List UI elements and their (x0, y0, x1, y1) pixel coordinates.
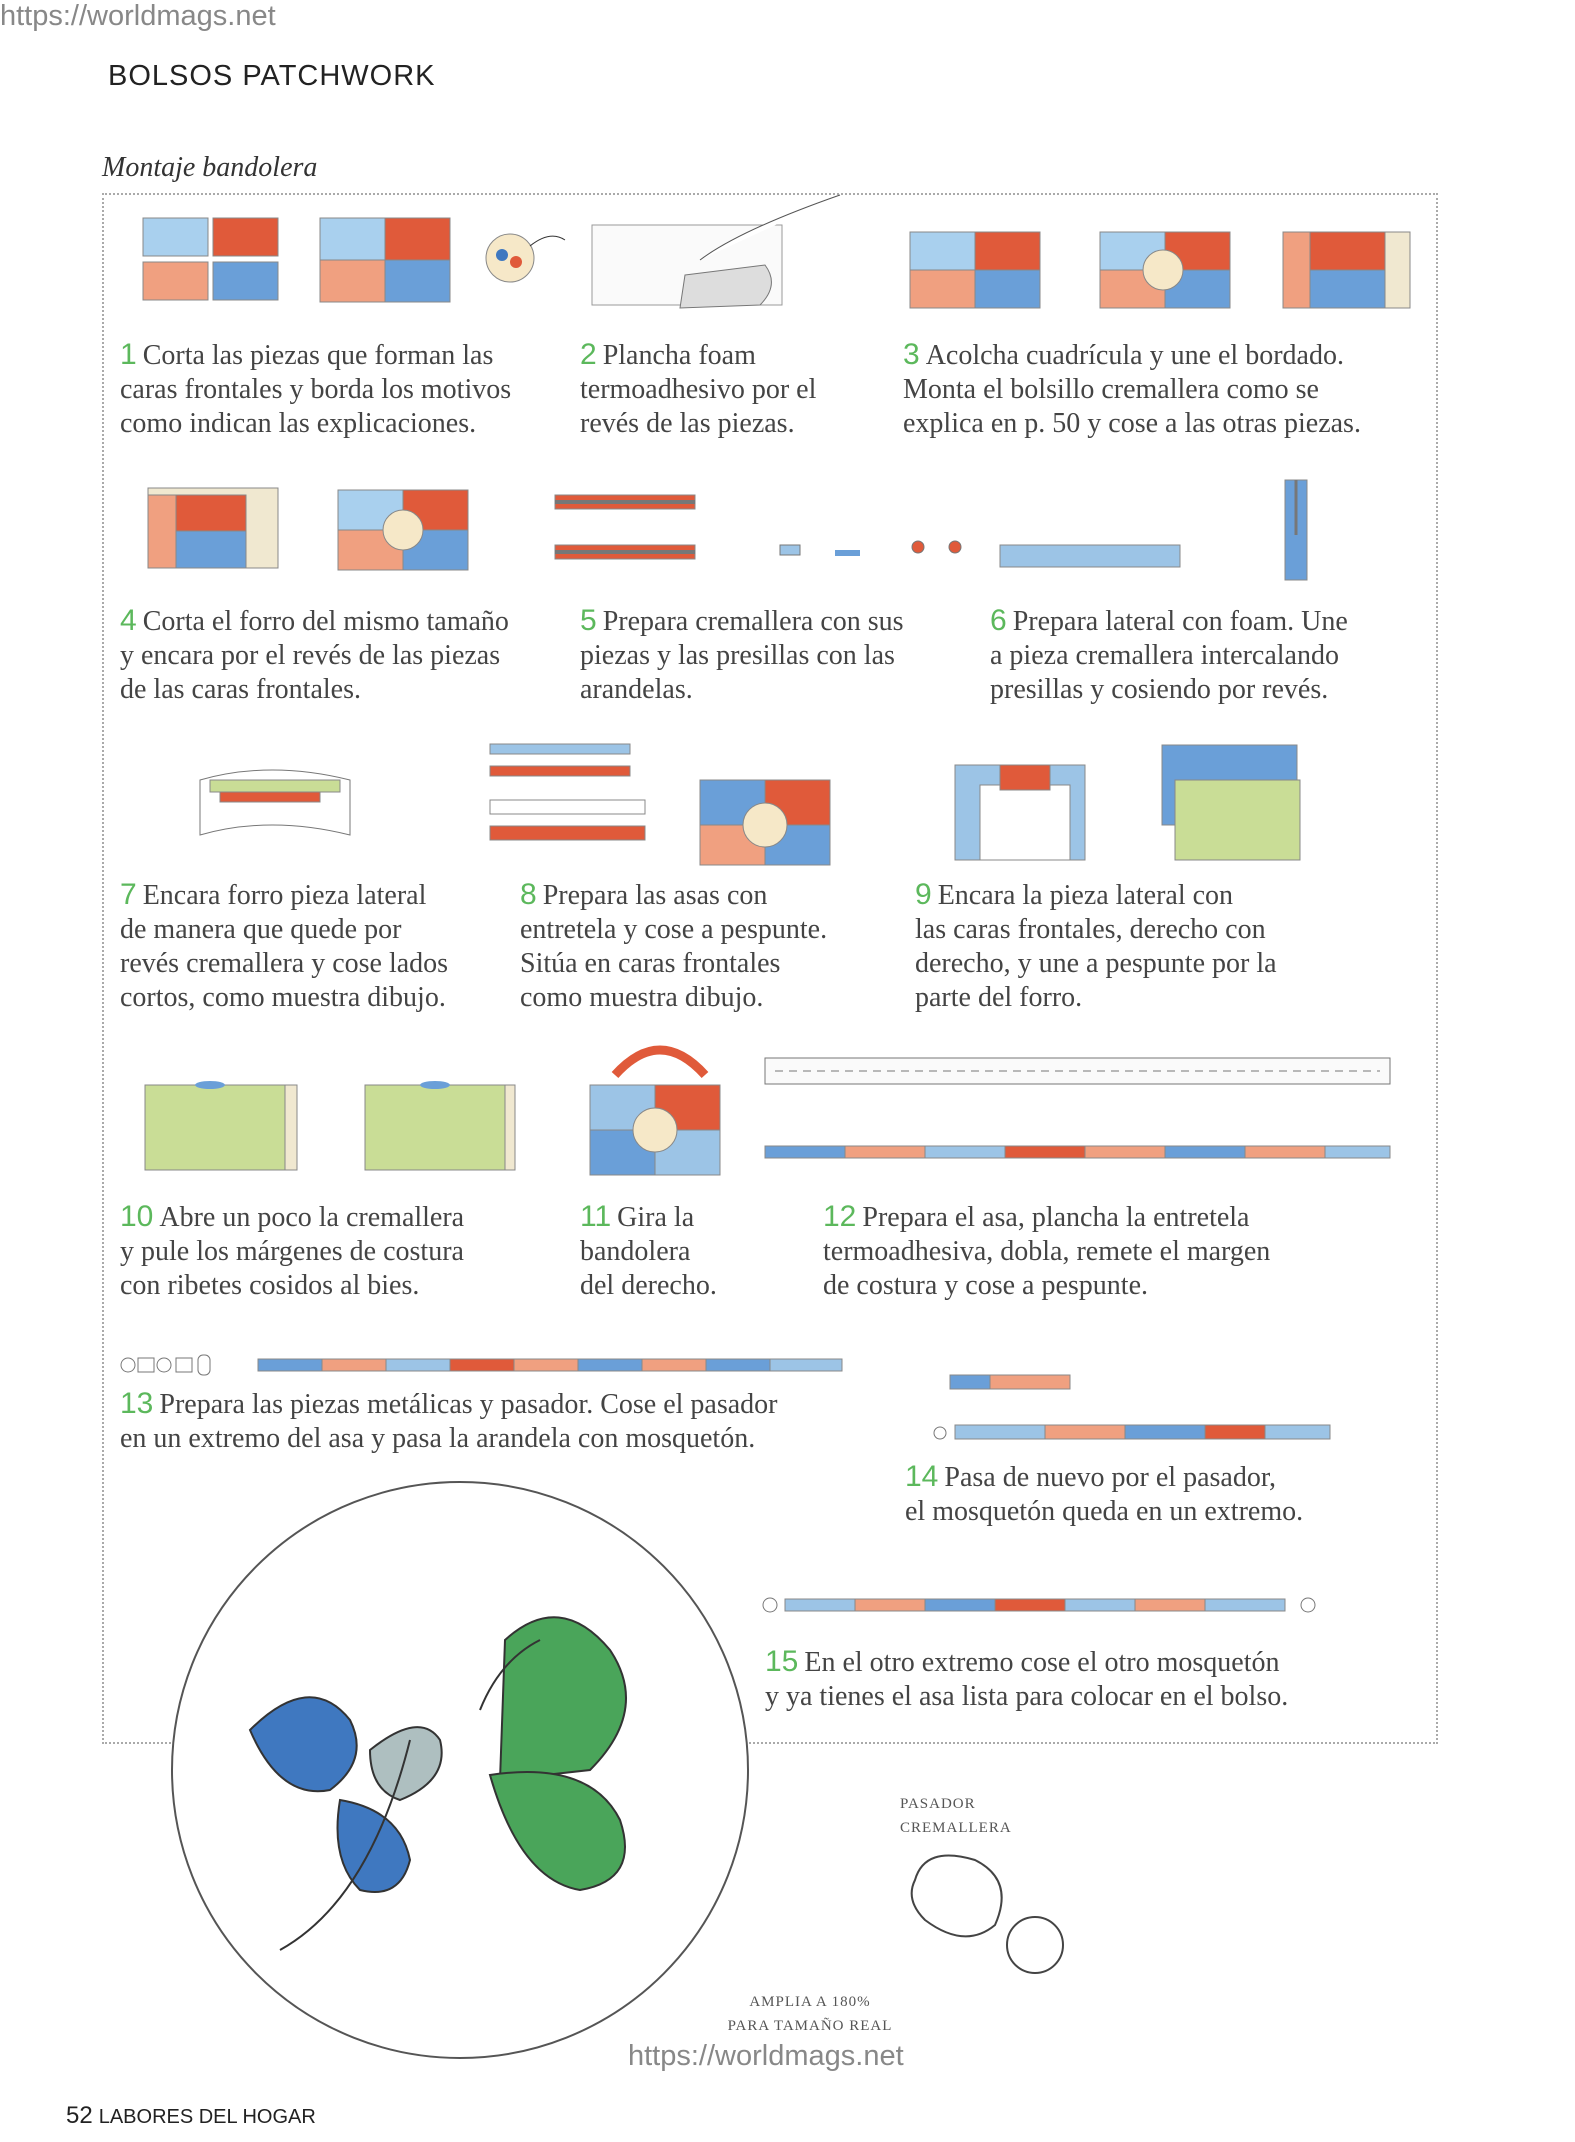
enlarge-note: AMPLIA A 180% PARA TAMAÑO REAL (727, 1994, 893, 2034)
watermark-bottom[interactable]: https://worldmags.net (628, 2040, 904, 2072)
step-number: 14 (905, 1460, 939, 1493)
zipper-pull-pattern-icon (910, 1854, 1064, 1974)
step-number: 7 (120, 878, 137, 911)
illustration-step-2 (591, 194, 841, 309)
instructions-frame (102, 193, 1438, 1744)
step-number: 4 (120, 604, 137, 637)
illustration-step-14 (933, 1374, 1331, 1440)
step-number: 15 (765, 1645, 799, 1678)
illustration-step-3 (909, 231, 1411, 309)
illustration-step-6 (999, 479, 1308, 581)
step-number: 2 (580, 338, 597, 371)
illustration-step-1 (142, 217, 566, 303)
step-number: 3 (903, 338, 920, 371)
step-number: 1 (120, 338, 137, 371)
step-number: 5 (580, 604, 597, 637)
page-number: 52 (66, 2102, 93, 2129)
illustration-step-11 (589, 1045, 721, 1176)
step-number: 6 (990, 604, 1007, 637)
illustration-step-8 (489, 743, 831, 866)
step-number: 9 (915, 878, 932, 911)
illustration-step-10 (144, 1081, 516, 1171)
step-number: 12 (823, 1200, 857, 1233)
step-number: 13 (120, 1387, 154, 1420)
watermark-top[interactable]: https://worldmags.net (0, 0, 276, 32)
subtitle: Montaje bandolera (102, 152, 318, 183)
magazine-name: LABORES DEL HOGAR (98, 2106, 316, 2128)
illustration-step-15 (762, 1597, 1316, 1613)
step-number: 11 (580, 1200, 612, 1233)
step-number: 8 (520, 878, 537, 911)
embroidery-pattern (171, 1481, 749, 2059)
illustration-step-4 (147, 487, 469, 571)
illustration-step-5 (554, 494, 962, 560)
pattern-label: PASADOR CREMALLERA (900, 1796, 1012, 1836)
step-number: 10 (120, 1200, 154, 1233)
illustration-step-9 (954, 744, 1301, 861)
illustration-step-7 (199, 769, 351, 836)
illustration-step-12 (764, 1057, 1391, 1159)
illustration-step-13 (120, 1354, 843, 1376)
section-title: BOLSOS PATCHWORK (108, 60, 436, 92)
